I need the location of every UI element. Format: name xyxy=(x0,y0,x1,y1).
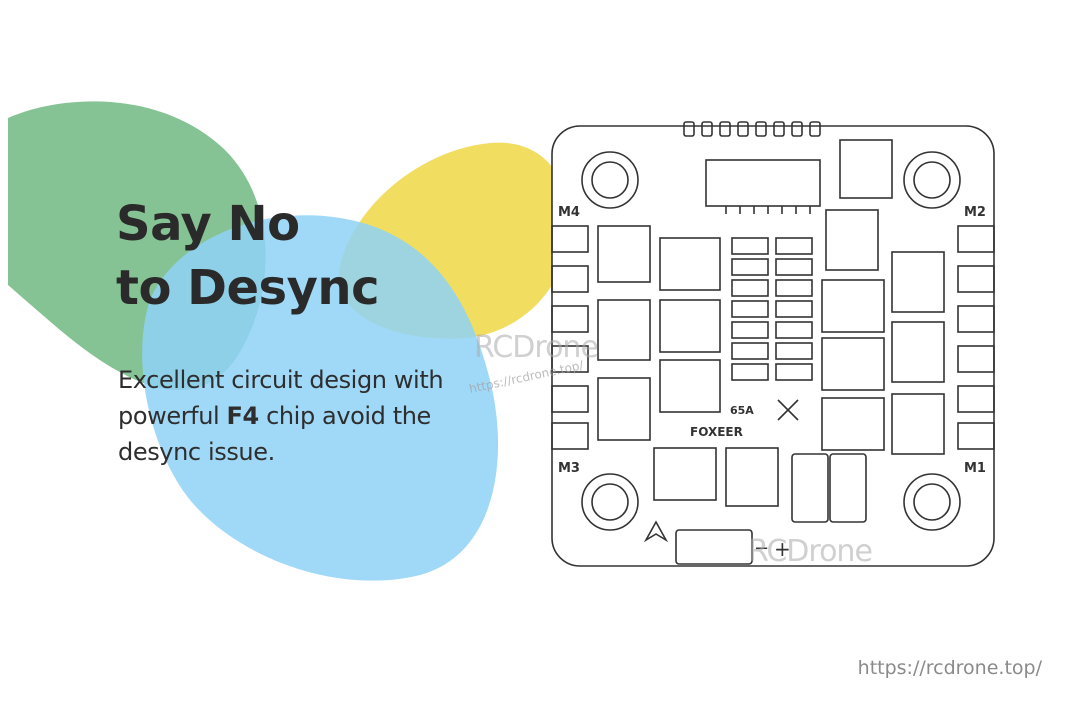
motor-label-m2: M2 xyxy=(964,205,986,220)
watermark-logo: RCDrone xyxy=(474,330,599,365)
motor-label-m4: M4 xyxy=(558,205,580,220)
footer-url: https://rcdrone.top/ xyxy=(857,657,1042,679)
headline-line-2: to Desync xyxy=(116,260,380,316)
minus-sign: − xyxy=(754,538,769,559)
top-pins xyxy=(683,121,821,137)
headline: Say No to Desync xyxy=(116,192,380,320)
description: Excellent circuit design with powerful F… xyxy=(118,362,498,470)
watermark-logo-2: RCDrone xyxy=(748,534,873,569)
headline-line-1: Say No xyxy=(116,196,300,252)
description-part-1: Excellent circuit design with powerful xyxy=(118,366,444,430)
current-rating: 65A xyxy=(730,404,754,417)
motor-label-m1: M1 xyxy=(964,461,986,476)
esc-board-illustration: M4 M2 M3 M1 65A FOXEER − + xyxy=(551,121,995,567)
description-part-2: chip avoid the desync issue. xyxy=(118,402,431,466)
plus-sign: + xyxy=(774,537,791,561)
motor-label-m3: M3 xyxy=(558,461,580,476)
brand-label: FOXEER xyxy=(690,425,743,439)
description-highlight: F4 xyxy=(226,402,260,430)
